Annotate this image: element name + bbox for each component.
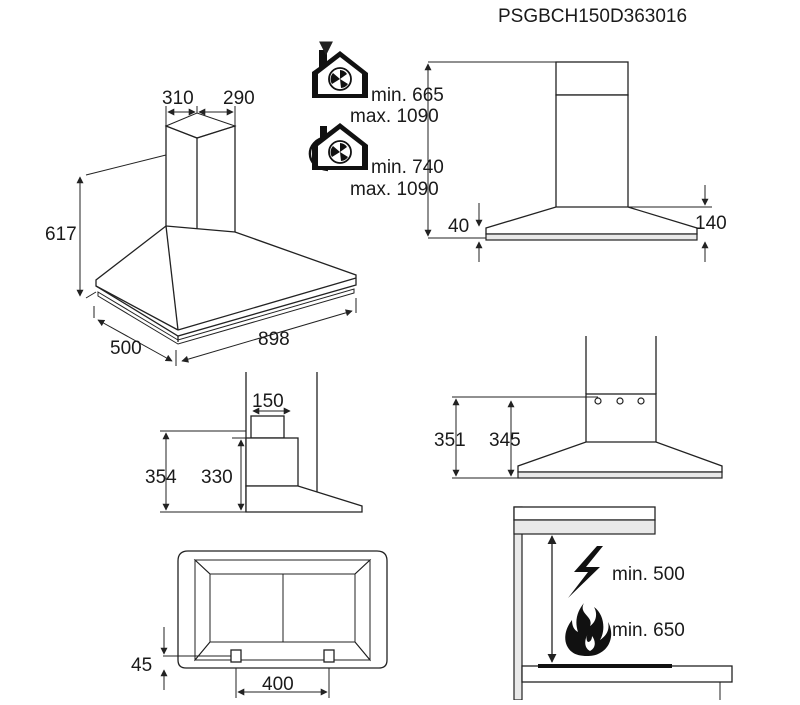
ducted-max: max. 1090 [350,106,439,127]
dim-depth-width: 500 898 [93,298,357,366]
flame-icon [565,603,612,657]
dim-outlet-width: 150 [252,391,284,412]
ducted-house-fan-icon [312,41,368,98]
dim-bracket-h1: 351 [434,430,466,451]
ducted-min: min. 665 [371,85,444,106]
dim-chimney-w2: 290 [223,88,255,109]
dim-width-label: 898 [258,329,290,350]
hood-side-view [160,372,363,513]
dim-bracket: 351 345 [434,398,521,477]
dim-outlet-h1: 354 [145,467,177,488]
lightning-icon [568,546,603,598]
recirculation-max: max. 1090 [350,179,439,200]
dim-height-label: 617 [45,224,77,245]
recirculation-min: min. 740 [371,157,444,178]
dim-bottom-spacing: 400 [262,674,294,695]
dim-bottom: 45 400 [131,627,328,696]
dim-side-heights: 40 140 [448,185,727,262]
dim-height: 617 [45,176,84,297]
hood-perspective-view [85,112,357,345]
dim-chimney-w1: 310 [162,88,194,109]
dim-side-left: 40 [448,216,469,237]
document-code: PSGBCH150D363016 [498,6,687,27]
clearance-gas: min. 650 [612,620,685,641]
dim-chimney-top: 310 290 [162,88,255,126]
dim-outlet: 150 354 330 [145,391,291,511]
dim-depth-label: 500 [110,338,142,359]
recirculation-house-fan-icon [308,123,368,172]
dim-bracket-h2: 345 [489,430,521,451]
cooktop-clearance-view [513,506,733,701]
hood-bottom-view [163,550,388,698]
clearance-electric: min. 500 [612,564,685,585]
dim-bottom-offset: 45 [131,655,152,676]
dim-side-right: 140 [695,213,727,234]
hood-front-view [428,61,712,241]
dim-outlet-h2: 330 [201,467,233,488]
hood-bracket-view [452,336,723,479]
